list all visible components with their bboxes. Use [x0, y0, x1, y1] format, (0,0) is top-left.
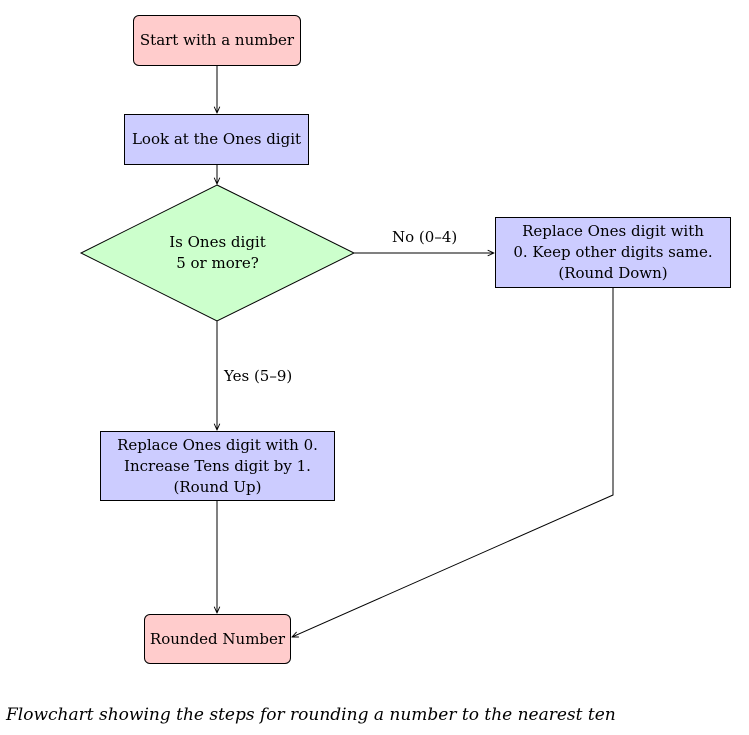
arrow-round-down-to-end: [292, 288, 614, 637]
start-node: Start with a number: [133, 15, 301, 66]
end-node: Rounded Number: [144, 614, 291, 664]
round-up-label-line-1: Replace Ones digit with 0.: [117, 435, 318, 454]
end-node-label: Rounded Number: [149, 629, 286, 648]
round-down-label-line-3: (Round Down): [558, 264, 668, 282]
round-down-label-line-1: Replace Ones digit with: [522, 222, 704, 240]
look-ones-digit-label: Look at the Ones digit: [131, 130, 302, 148]
round-up-node: Replace Ones digit with 0. Increase Tens…: [100, 431, 335, 501]
decision-label-line-1: Is Ones digit: [169, 233, 266, 251]
decision-label-line-2: 5 or more?: [176, 254, 259, 272]
no-edge-label: No (0–4): [392, 228, 458, 246]
start-node-label: Start with a number: [139, 31, 295, 49]
round-up-label-line-2: Increase Tens digit by 1.: [124, 456, 311, 475]
figure-caption: Flowchart showing the steps for rounding…: [6, 705, 616, 725]
look-ones-digit-node: Look at the Ones digit: [124, 114, 309, 165]
round-up-label-line-3: (Round Up): [173, 477, 262, 496]
yes-edge-label: Yes (5–9): [224, 367, 293, 385]
round-down-label-line-2: 0. Keep other digits same.: [513, 243, 713, 261]
decision-node: Is Ones digit 5 or more?: [140, 230, 295, 276]
round-down-node: Replace Ones digit with 0. Keep other di…: [495, 217, 731, 288]
